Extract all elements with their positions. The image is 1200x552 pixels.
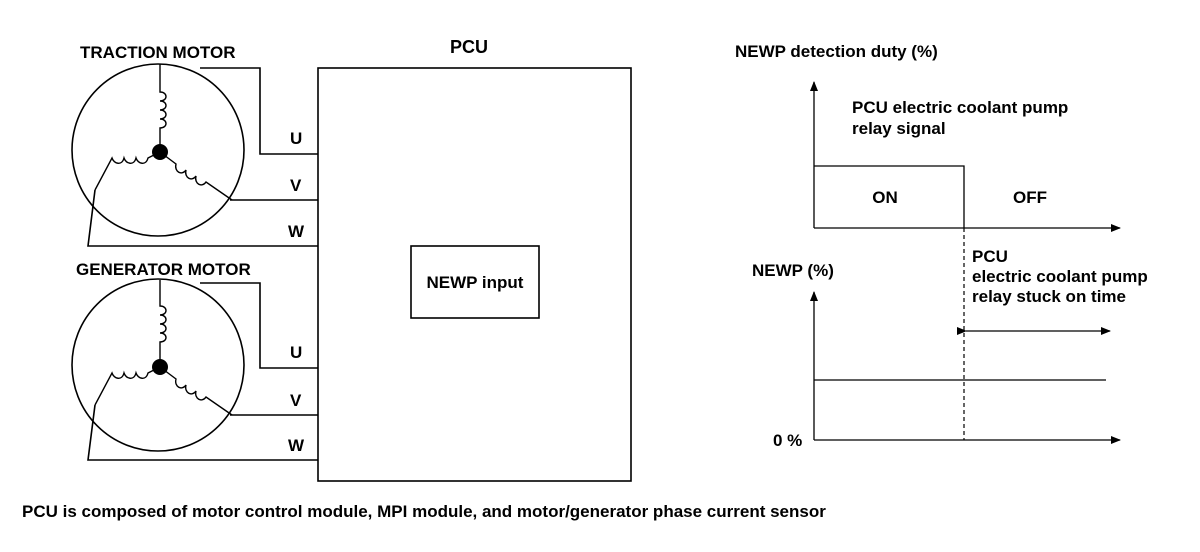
traction-motor-housing (71, 63, 245, 237)
newp-chart: NEWP (%) 0 % PCU electric coolant pump r… (752, 228, 1148, 450)
generator-lead-u (200, 282, 318, 369)
pcu-box (317, 67, 632, 482)
newp-input-box (410, 245, 540, 319)
relay-on-label: ON (872, 188, 898, 207)
stuck-on-label-line2: electric coolant pump (972, 267, 1148, 286)
diagram-caption: PCU is composed of motor control module,… (22, 502, 826, 521)
traction-phase-u-label: U (290, 129, 302, 148)
stuck-on-label-line1: PCU (972, 247, 1008, 266)
generator-phase-u-label: U (290, 343, 302, 362)
relay-signal-waveform (814, 165, 965, 228)
generator-motor-housing (71, 278, 245, 452)
traction-phase-v-label: V (290, 176, 302, 195)
newp-input-label: NEWP input (427, 273, 524, 292)
traction-lead-w (87, 189, 318, 247)
traction-lead-u (200, 67, 318, 155)
detection-duty-chart: NEWP detection duty (%) PCU electric coo… (735, 42, 1121, 232)
pcu-title: PCU (450, 37, 488, 57)
traction-coil-w (159, 151, 233, 201)
relay-off-label: OFF (1013, 188, 1047, 207)
generator-motor-label: GENERATOR MOTOR (76, 260, 251, 279)
generator-phase-w-label: W (288, 436, 305, 455)
generator-coil-w (159, 366, 233, 416)
generator-coil-v (94, 366, 161, 406)
generator-lead-w (87, 404, 318, 461)
traction-motor-label: TRACTION MOTOR (80, 43, 236, 62)
generator-coil-u (159, 280, 167, 367)
generator-phase-v-label: V (290, 391, 302, 410)
stuck-on-label-line3: relay stuck on time (972, 287, 1126, 306)
relay-signal-label-line1: PCU electric coolant pump (852, 98, 1068, 117)
relay-signal-label-line2: relay signal (852, 119, 946, 138)
traction-motor: TRACTION MOTOR U V W (71, 43, 318, 247)
traction-coil-u (159, 64, 167, 152)
traction-coil-v (94, 151, 161, 191)
newp-axis-label: NEWP (%) (752, 261, 834, 280)
newp-zero-label: 0 % (773, 431, 802, 450)
detection-duty-axis-label: NEWP detection duty (%) (735, 42, 938, 61)
traction-phase-w-label: W (288, 222, 305, 241)
pcu-block: PCU NEWP input (317, 37, 632, 482)
generator-motor: GENERATOR MOTOR U V W (71, 260, 318, 461)
